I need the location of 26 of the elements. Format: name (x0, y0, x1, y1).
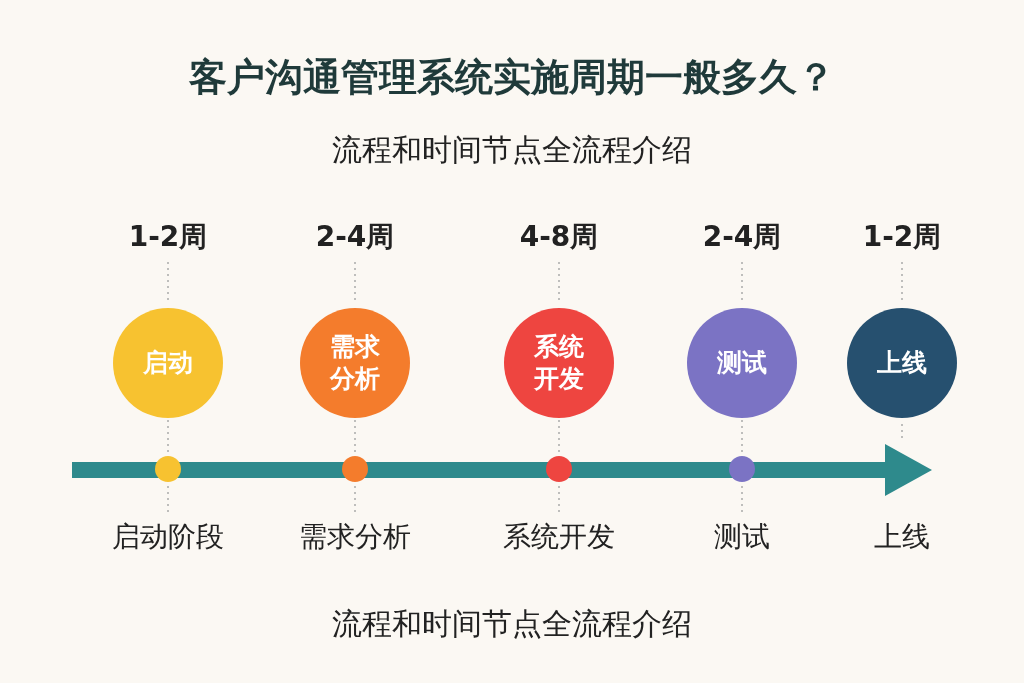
caption: 流程和时间节点全流程介绍 (331, 605, 693, 643)
phase-name: 测试 (717, 346, 767, 379)
dotted-connector (558, 419, 560, 455)
duration-label: 1-2周 (127, 219, 209, 255)
dotted-connector (354, 419, 356, 455)
phase-name: 启动 (143, 346, 193, 379)
duration-label: 4-8周 (518, 219, 600, 255)
subtitle: 流程和时间节点全流程介绍 (331, 131, 693, 169)
phase-name: 需求分析 (329, 330, 381, 395)
stage-label: 需求分析 (298, 519, 412, 555)
title: 客户沟通管理系统实施周期一般多久？ (188, 54, 836, 101)
timeline-dot (342, 456, 368, 482)
timeline-dot (155, 456, 181, 482)
phase-name: 上线 (877, 346, 927, 379)
dotted-connector (741, 419, 743, 455)
dotted-connector (167, 419, 169, 455)
duration-label: 1-2周 (861, 219, 943, 255)
stage-label: 上线 (873, 519, 931, 555)
stage-label: 系统开发 (502, 519, 616, 555)
timeline-dot (729, 456, 755, 482)
timeline-dot (546, 456, 572, 482)
phase-name: 系统开发 (533, 330, 585, 395)
duration-label: 2-4周 (701, 219, 783, 255)
stage-label: 启动阶段 (111, 519, 225, 555)
duration-label: 2-4周 (314, 219, 396, 255)
stage-label: 测试 (713, 519, 771, 555)
